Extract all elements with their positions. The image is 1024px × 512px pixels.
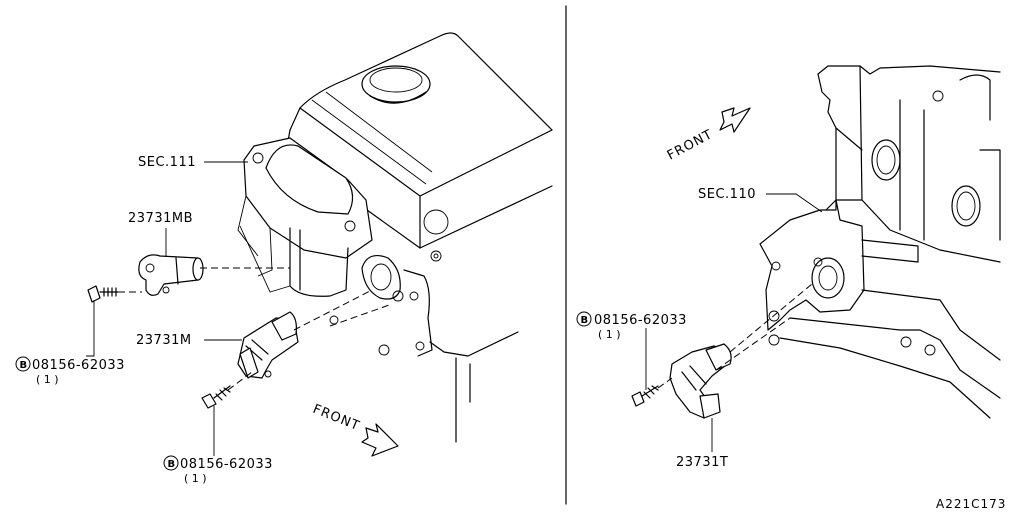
bolt-marker-letter: B: [20, 360, 28, 371]
bolt-marker-letter: B: [581, 315, 589, 326]
callout-bolt-upper: 08156-62033: [32, 358, 125, 373]
alignment-line: [729, 283, 813, 353]
front-direction-label: FRONT: [665, 127, 716, 163]
right-view: SEC.110 B 08156-62033 ( 1 ) 23731T FRONT: [576, 65, 1001, 470]
callout-bolt-upper-qty: ( 1 ): [36, 373, 59, 386]
leader-line: [766, 193, 823, 213]
cam-sensor-23731mb: [138, 254, 204, 296]
callout-sec111: SEC.111: [138, 155, 196, 170]
front-arrow-icon: [719, 107, 751, 133]
callout-bolt: 08156-62033: [594, 313, 687, 328]
bolt-marker-icon: [163, 455, 179, 471]
alignment-line: [227, 371, 253, 391]
cam-sensor-23731t: [669, 343, 732, 419]
sensor-mount-boss: [759, 199, 1001, 419]
callout-23731mb: 23731MB: [128, 211, 193, 226]
bolt-upper: [87, 285, 119, 303]
front-direction-label: FRONT: [311, 402, 362, 434]
front-arrow-icon: [361, 423, 399, 457]
leader-line: [86, 300, 95, 357]
bolt-marker-icon: [576, 311, 592, 327]
callout-bolt-lower: 08156-62033: [180, 457, 273, 472]
bolt-marker-letter: B: [168, 459, 176, 470]
bolt-lower: [201, 385, 231, 409]
drawing-code: A221C173: [936, 497, 1006, 511]
callout-sec110: SEC.110: [698, 187, 756, 202]
alignment-line: [293, 289, 373, 331]
alignment-line: [657, 377, 673, 389]
sensor-mount-boss: [329, 255, 519, 443]
cam-sensor-23731m: [237, 311, 299, 379]
callout-23731m: 23731M: [136, 333, 192, 348]
callout-bolt-lower-qty: ( 1 ): [184, 472, 207, 485]
cylinder-block: [817, 65, 1001, 263]
callout-bolt-qty: ( 1 ): [598, 328, 621, 341]
alignment-line: [715, 317, 791, 371]
cylinder-head-cover: [285, 32, 553, 262]
left-view: SEC.111 23731MB 23731M B 08156-62033 ( 1…: [15, 32, 553, 485]
front-housing: [237, 137, 373, 297]
bolt-marker-icon: [15, 356, 31, 372]
callout-23731t: 23731T: [676, 455, 728, 470]
bolt: [631, 385, 659, 407]
